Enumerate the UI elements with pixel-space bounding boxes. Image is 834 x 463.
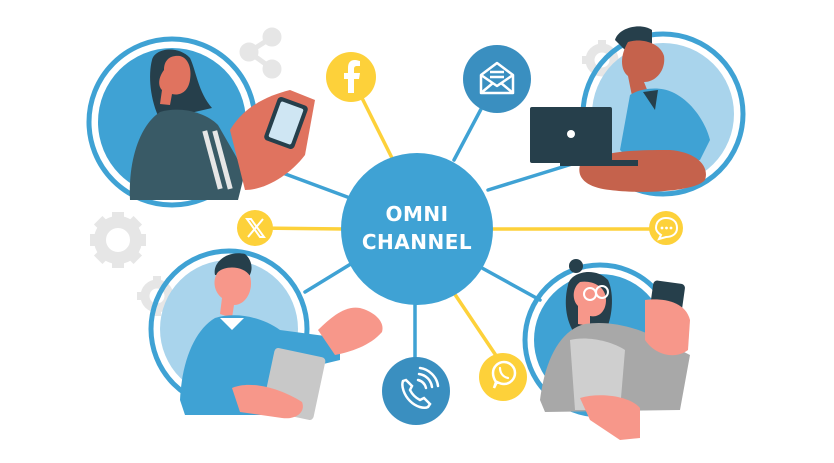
man-with-laptop <box>530 26 746 197</box>
share-icon <box>239 27 282 79</box>
whatsapp-node[interactable] <box>479 353 527 401</box>
gear-icon <box>90 212 146 268</box>
phone-call-icon <box>401 366 440 409</box>
chat-node[interactable] <box>649 211 683 245</box>
omnichannel-hub <box>341 153 493 305</box>
woman-with-phone <box>86 36 315 208</box>
email-node[interactable] <box>463 45 531 113</box>
facebook-icon <box>344 60 360 93</box>
envelope-icon <box>479 61 515 95</box>
x-node[interactable] <box>237 210 273 246</box>
chat-bubble-icon <box>654 216 679 241</box>
woman-with-glasses-phone <box>522 259 690 440</box>
phone-node[interactable] <box>382 357 450 425</box>
x-icon <box>245 218 266 238</box>
whatsapp-icon <box>491 360 517 389</box>
man-with-tablet <box>148 248 383 420</box>
facebook-node[interactable] <box>326 52 376 102</box>
gear-icon <box>582 40 619 77</box>
